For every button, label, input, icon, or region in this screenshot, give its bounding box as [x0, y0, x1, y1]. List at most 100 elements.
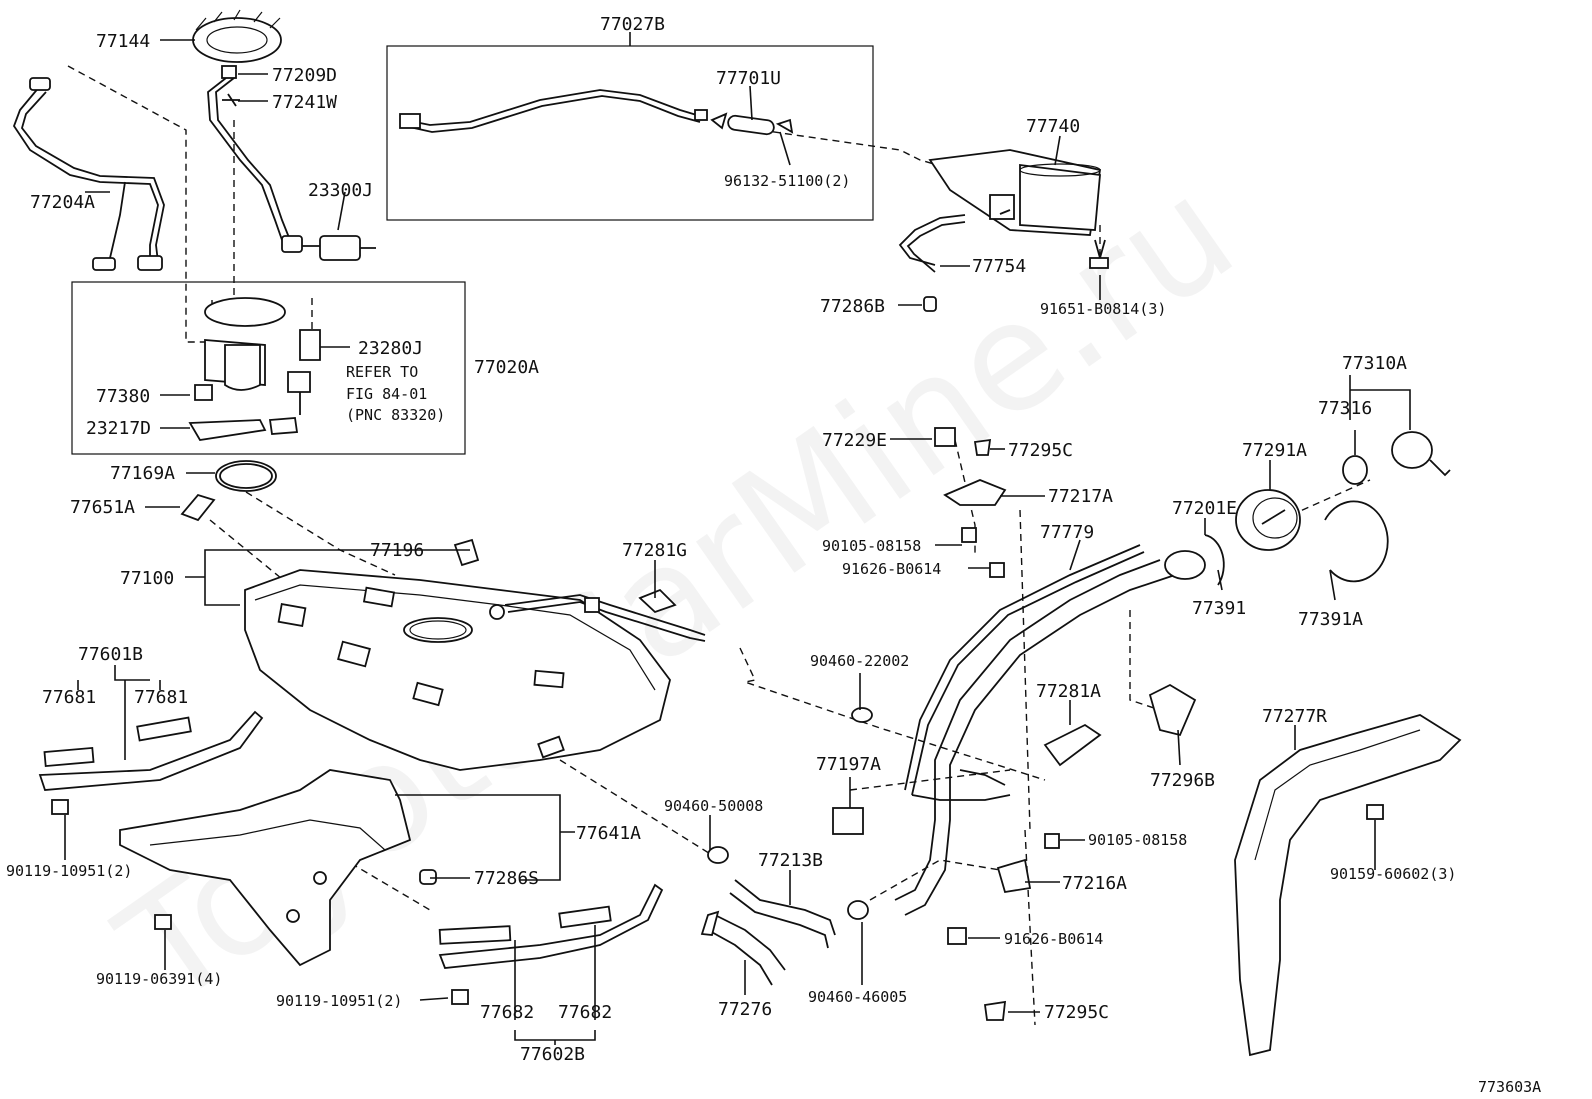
label-77216A: 77216A: [1062, 873, 1127, 894]
label-77754: 77754: [972, 256, 1026, 277]
label-77316: 77316: [1318, 398, 1372, 419]
label-refer-to: REFER TO: [346, 363, 418, 381]
clip-77286B: [923, 296, 937, 312]
label-77740: 77740: [1026, 116, 1080, 137]
label-77602B: 77602B: [520, 1044, 585, 1065]
label-77204A: 77204A: [30, 192, 95, 213]
label-77391A: 77391A: [1298, 609, 1363, 630]
label-77641A: 77641A: [576, 823, 641, 844]
bracket-77217A: [943, 479, 1007, 506]
label-77681-right: 77681: [134, 687, 188, 708]
label-77281A: 77281A: [1036, 681, 1101, 702]
label-77310A: 77310A: [1342, 353, 1407, 374]
canister-77740: [928, 149, 1102, 236]
box-77027B: [386, 45, 874, 221]
bracket-77296B: [1148, 683, 1197, 737]
fuel-cap-77310A: [1342, 431, 1451, 485]
label-77286S: 77286S: [474, 868, 539, 889]
label-96132-51100: 96132-51100(2): [724, 172, 850, 190]
label-77276: 77276: [718, 999, 772, 1020]
label-77027B: 77027B: [600, 14, 665, 35]
label-77391: 77391: [1192, 598, 1246, 619]
clip-77229E: [934, 427, 956, 447]
label-77701U: 77701U: [716, 68, 781, 89]
pad-77651A: [180, 493, 216, 522]
label-77241W: 77241W: [272, 92, 337, 113]
label-91626-B0614-top: 91626-B0614: [842, 560, 941, 578]
label-77291A: 77291A: [1242, 440, 1307, 461]
clamp-77281G: [638, 588, 677, 614]
bracket-77216A: [996, 858, 1032, 894]
fuel-cap-77291A: [1235, 489, 1301, 551]
label-23300J: 23300J: [308, 180, 373, 201]
label-77601B: 77601B: [78, 644, 143, 665]
fuel-tank-77100: [244, 569, 706, 771]
gasket-77169A: [215, 460, 277, 492]
label-77209D: 77209D: [272, 65, 337, 86]
strap-77602B: [438, 883, 664, 969]
label-23280J: 23280J: [358, 338, 423, 359]
label-77169A: 77169A: [110, 463, 175, 484]
tube-77204A: [12, 77, 165, 271]
ring-77391A: [1324, 500, 1389, 583]
label-77217A: 77217A: [1048, 486, 1113, 507]
filler-pipe-77201E: [894, 550, 1206, 916]
tube-77209D: [207, 65, 291, 241]
retainer-ring-77144: [192, 9, 282, 63]
label-90460-46005: 90460-46005: [808, 988, 907, 1006]
bracket-77281A: [1043, 723, 1102, 767]
label-77213B: 77213B: [758, 850, 823, 871]
protector-77641A: [119, 769, 412, 967]
tube-77027B: [399, 89, 708, 133]
label-77380: 77380: [96, 386, 150, 407]
label-refer-fig: FIG 84-01: [346, 385, 427, 403]
label-91651-B0814: 91651-B0814(3): [1040, 300, 1166, 318]
label-77197A: 77197A: [816, 754, 881, 775]
label-77100: 77100: [120, 568, 174, 589]
strap-77601B: [38, 710, 264, 791]
part-labels: 77144 77209D 77241W 77204A 23300J 77027B…: [6, 14, 1541, 1096]
liner-77277R: [1234, 714, 1462, 1057]
label-refer-pnc: (PNC 83320): [346, 406, 445, 424]
label-90460-50008: 90460-50008: [664, 797, 763, 815]
label-77651A: 77651A: [70, 497, 135, 518]
hose-77213B: [729, 879, 836, 949]
label-77295C-top: 77295C: [1008, 440, 1073, 461]
box-77020A: [71, 281, 466, 455]
label-90105-08158-bottom: 90105-08158: [1088, 831, 1187, 849]
bolts: [51, 527, 1384, 1005]
label-77296B: 77296B: [1150, 770, 1215, 791]
label-90460-22002: 90460-22002: [810, 652, 909, 670]
label-77779: 77779: [1040, 522, 1094, 543]
label-77281G: 77281G: [622, 540, 687, 561]
label-91626-B0614-bottom: 91626-B0614: [1004, 930, 1103, 948]
label-90119-06391: 90119-06391(4): [96, 970, 222, 988]
label-77286B: 77286B: [820, 296, 885, 317]
clamps: [707, 707, 873, 920]
label-77201E: 77201E: [1172, 498, 1237, 519]
hose-77701U: [710, 112, 794, 136]
label-90105-08158-top: 90105-08158: [822, 537, 921, 555]
label-90159-60602: 90159-60602(3): [1330, 865, 1456, 883]
label-77020A: 77020A: [474, 357, 539, 378]
label-77144: 77144: [96, 31, 150, 52]
clamp-77196: [453, 538, 480, 567]
ring-77391: [1204, 534, 1225, 586]
label-77277R: 77277R: [1262, 706, 1327, 727]
label-77682-left: 77682: [480, 1002, 534, 1023]
fuel-filter-23300J: [281, 235, 376, 261]
clip-77295C-bottom: [983, 1000, 1007, 1021]
label-90119-10951-bottom: 90119-10951(2): [276, 992, 402, 1010]
hose-77754: [898, 214, 966, 273]
label-77682-right: 77682: [558, 1002, 612, 1023]
hose-77276: [700, 910, 786, 986]
label-77295C-bottom: 77295C: [1044, 1002, 1109, 1023]
fuel-pump-assembly: [188, 297, 321, 441]
figure-code: 773603A: [1478, 1078, 1541, 1096]
label-23217D: 23217D: [86, 418, 151, 439]
label-77196: 77196: [370, 540, 424, 561]
bolt-91651: [1089, 239, 1109, 269]
breather-tube-77779: [904, 544, 1145, 801]
clip-77295C-top: [973, 438, 992, 456]
